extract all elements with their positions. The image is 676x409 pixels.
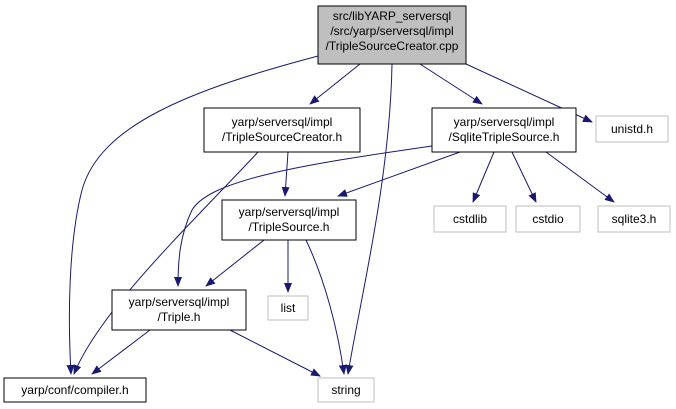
node-list[interactable]: list [267, 295, 309, 321]
node-triplesourcecreator-h[interactable]: yarp/serversql/impl/TripleSourceCreator.… [203, 107, 361, 153]
svg-text:sqlite3.h: sqlite3.h [612, 212, 657, 226]
edge-root-to-string [345, 63, 393, 375]
node-string[interactable]: string [317, 377, 375, 403]
node-compiler-h[interactable]: yarp/conf/compiler.h [3, 377, 147, 403]
edge-sqlite-h-to-sqlite3 [545, 151, 615, 203]
edge-sqlite-h-to-cstdio [511, 151, 537, 203]
svg-text:yarp/serversql/impl/TripleSour: yarp/serversql/impl/TripleSourceCreator.… [222, 115, 342, 144]
node-root[interactable]: src/libYARP_serversql/src/yarp/serversql… [317, 5, 467, 65]
edge-root-to-tsc-h [309, 63, 361, 105]
svg-text:yarp/serversql/impl/Triple.h: yarp/serversql/impl/Triple.h [129, 295, 230, 324]
edge-sqlite-h-to-triple-h [174, 145, 433, 287]
svg-text:src/libYARP_serversql/src/yarp: src/libYARP_serversql/src/yarp/serversql… [326, 9, 459, 53]
node-sqlitetriplesource-h[interactable]: yarp/serversql/impl/SqliteTripleSource.h [431, 107, 577, 153]
node-cstdlib[interactable]: cstdlib [433, 205, 507, 233]
svg-text:yarp/conf/compiler.h: yarp/conf/compiler.h [21, 383, 128, 397]
edge-triple-h-to-compiler [91, 329, 151, 375]
edges [66, 55, 615, 377]
edge-sqlite-h-to-cstdlib [472, 151, 495, 203]
edge-triple-h-to-string [229, 329, 321, 377]
edge-tsc-h-to-ts-h [281, 151, 290, 197]
svg-text:unistd.h: unistd.h [611, 122, 653, 136]
edge-ts-h-to-string [305, 239, 347, 375]
edge-root-to-compiler [66, 55, 319, 375]
svg-text:cstdio: cstdio [532, 212, 564, 226]
svg-text:yarp/serversql/impl/TripleSour: yarp/serversql/impl/TripleSource.h [239, 205, 340, 234]
svg-text:cstdlib: cstdlib [453, 212, 487, 226]
edge-sqlite-h-to-ts-h [337, 151, 461, 197]
edge-root-to-sqlite-h [419, 63, 483, 105]
svg-text:yarp/serversql/impl/SqliteTrip: yarp/serversql/impl/SqliteTripleSource.h [449, 115, 560, 144]
node-sqlite3-h[interactable]: sqlite3.h [597, 205, 671, 233]
node-unistd-h[interactable]: unistd.h [595, 115, 669, 143]
edge-tsc-h-to-compiler [73, 151, 259, 375]
svg-text:string: string [331, 383, 360, 397]
edge-ts-h-to-triple-h [205, 239, 265, 287]
svg-text:list: list [281, 301, 296, 315]
node-triple-h[interactable]: yarp/serversql/impl/Triple.h [111, 289, 247, 331]
node-triplesource-h[interactable]: yarp/serversql/impl/TripleSource.h [221, 199, 357, 241]
node-cstdio[interactable]: cstdio [515, 205, 581, 233]
